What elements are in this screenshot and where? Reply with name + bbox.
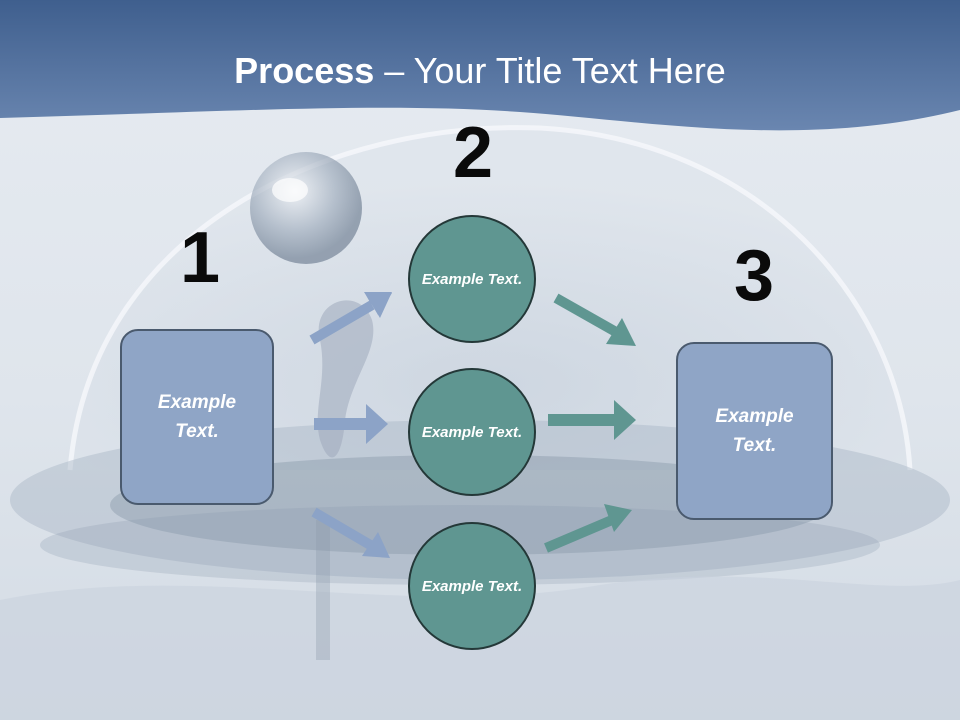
output-box-label: Example Text. (715, 406, 794, 456)
circle-label: Example Text. (421, 270, 523, 288)
process-circle-bottom[interactable]: Example Text. (408, 522, 536, 650)
arrow-box1-to-circle-top (309, 292, 392, 345)
circle-label: Example Text. (421, 577, 523, 595)
arrow-circle-middle-to-box3 (548, 400, 636, 440)
circle-label: Example Text. (421, 423, 523, 441)
arrow-circle-top-to-box3 (553, 293, 636, 346)
title-bold: Process (234, 50, 375, 91)
process-circle-top[interactable]: Example Text. (408, 215, 536, 343)
arrow-box1-to-circle-middle (314, 404, 388, 444)
arrow-circle-bottom-to-box3 (544, 504, 632, 553)
process-circle-middle[interactable]: Example Text. (408, 368, 536, 496)
step-number-3: 3 (733, 236, 775, 316)
input-box-step-1[interactable]: Example Text. (120, 329, 274, 505)
input-box-label: Example Text. (157, 392, 237, 442)
step-number-1: 1 (179, 218, 221, 298)
output-box-step-3[interactable]: Example Text. (676, 342, 833, 520)
arrow-box1-to-circle-bottom (311, 507, 390, 558)
slide-title: Process – Your Title Text Here (0, 50, 960, 92)
title-rest: – Your Title Text Here (374, 50, 726, 91)
step-number-2: 2 (452, 113, 494, 193)
